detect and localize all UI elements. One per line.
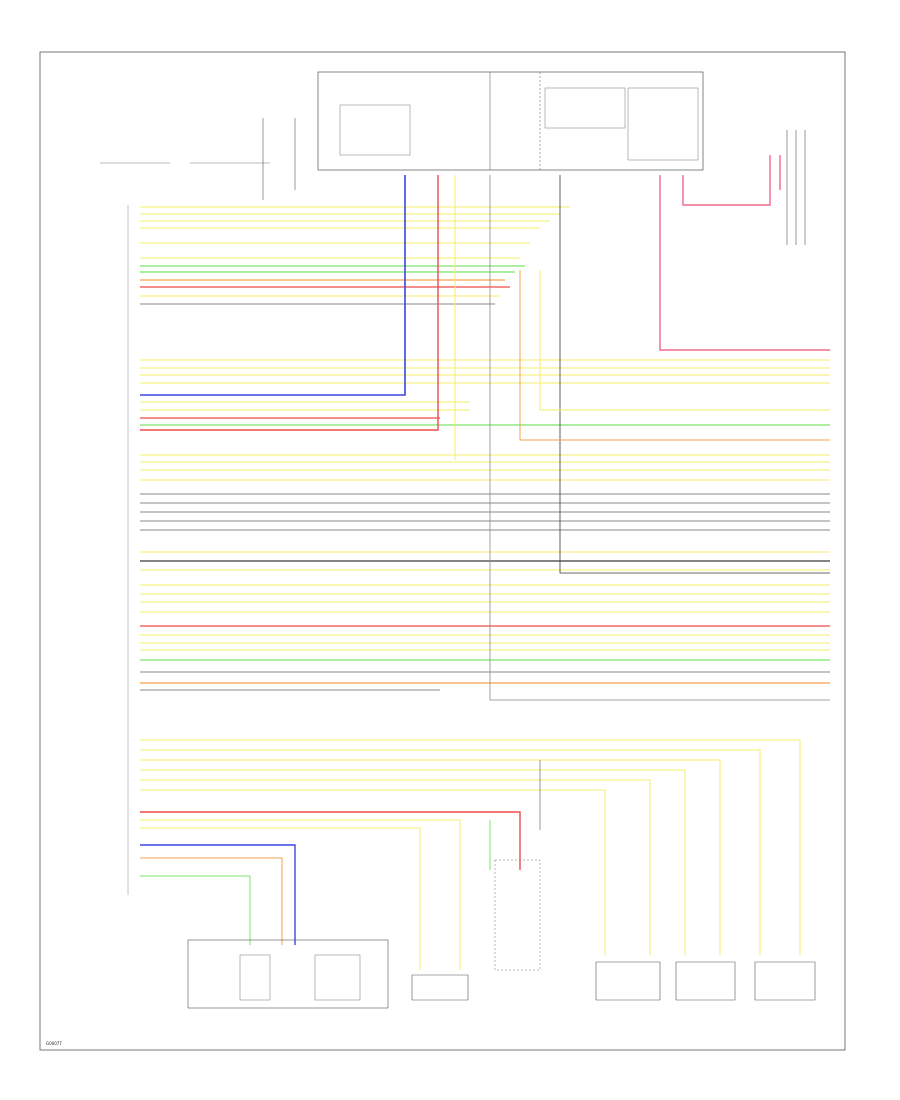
right-top-connectors xyxy=(779,130,806,245)
diagram-code: G00077 xyxy=(46,1041,62,1046)
diagram-frame xyxy=(39,51,846,1051)
left-ground-connectors xyxy=(100,118,296,200)
bottom-seat-assembly xyxy=(187,939,389,1009)
wire-bundle xyxy=(140,206,830,691)
top-junction-block xyxy=(317,71,704,171)
lower-vertical-wires xyxy=(140,739,801,970)
vertical-wires xyxy=(140,155,830,701)
bottom-switches xyxy=(411,859,816,1001)
